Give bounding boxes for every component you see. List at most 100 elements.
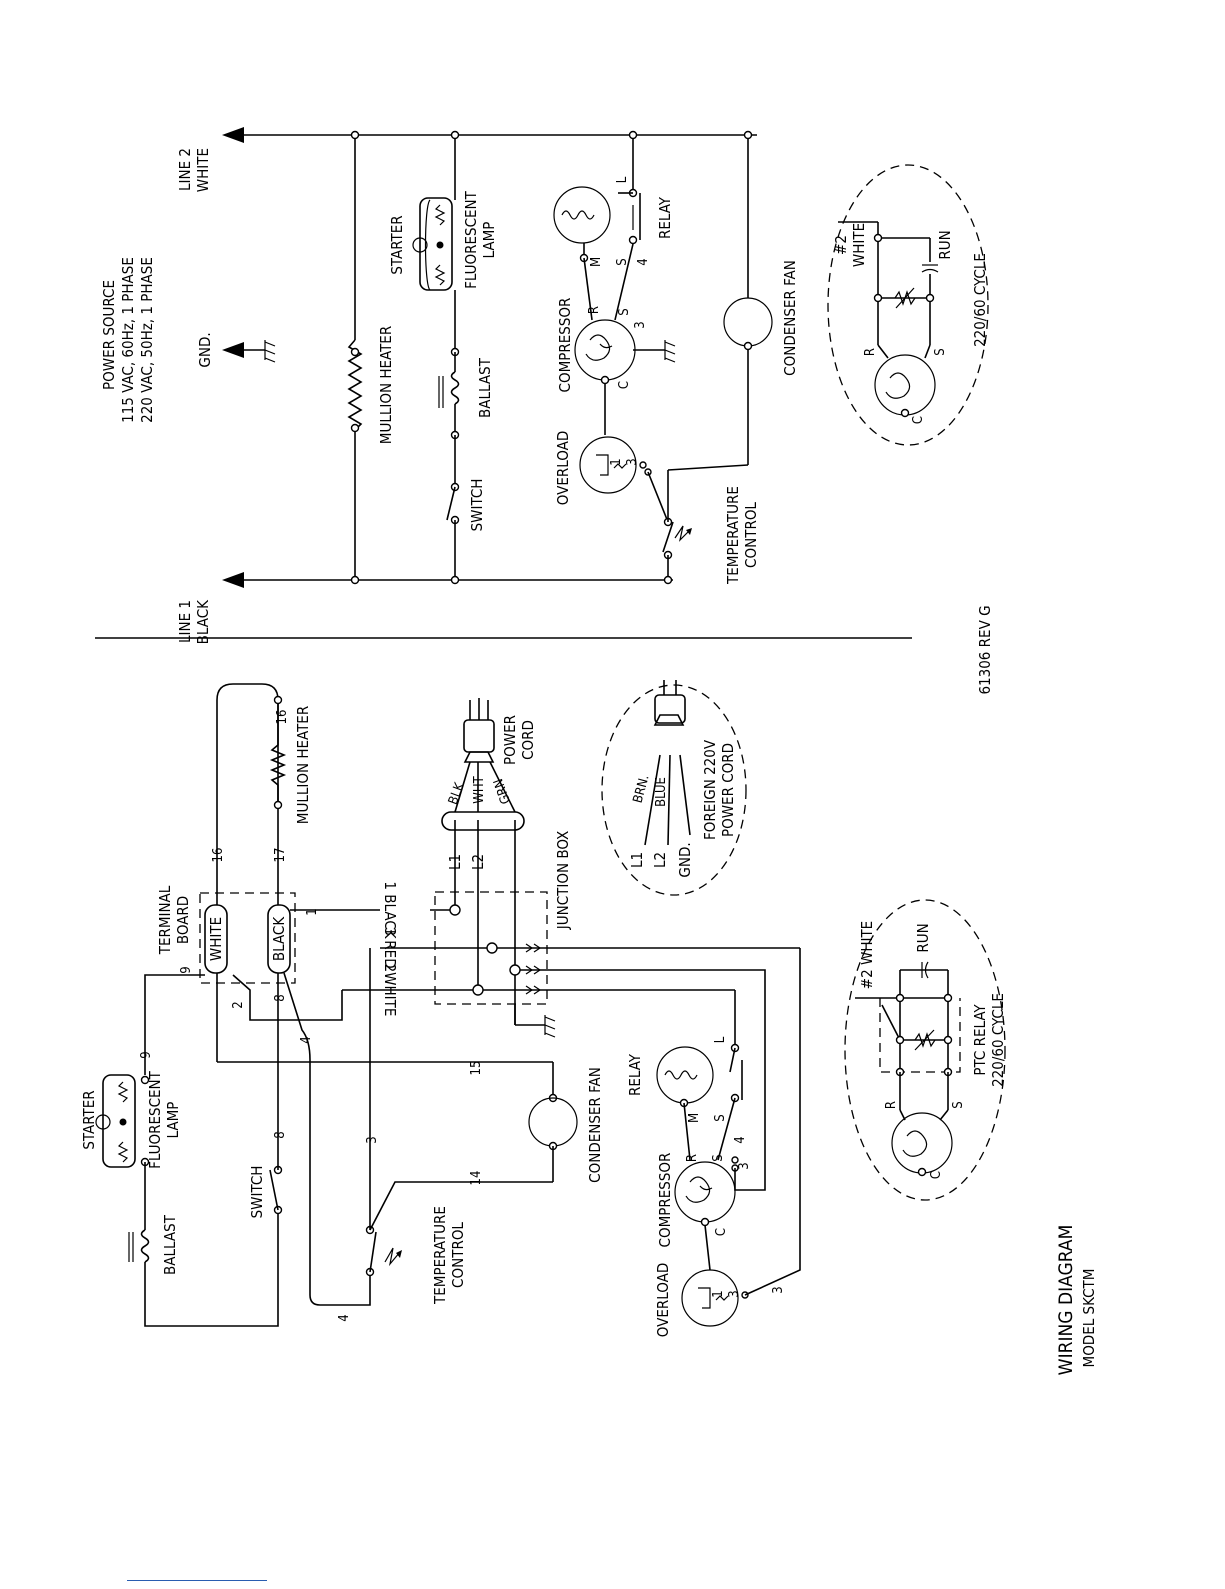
junction-l2-label: L2: [469, 854, 487, 870]
terminal-board-label-2: BOARD: [174, 896, 192, 944]
power-source-title: POWER SOURCE: [100, 280, 118, 390]
white-terminal-label: WHITE: [207, 917, 225, 961]
ptc-relay-inset: #2 WHITE RUN PTC RELAY 220/60 CYCLE R S …: [844, 899, 1007, 1201]
wire-2-label: 2: [231, 1001, 246, 1008]
pictorial-diagram: WHITE BLACK TERMINAL BOARD MULLION HEATE…: [80, 683, 801, 1337]
page-link-underline[interactable]: [127, 1580, 267, 1581]
relay-pin-s-bottom: S: [713, 1114, 728, 1121]
wire-4b-label: 4: [337, 1314, 352, 1321]
inset-run-label: RUN: [936, 230, 954, 259]
mullion-heater-label: MULLION HEATER: [377, 326, 395, 444]
compressor-pin-c-bottom: C: [714, 1228, 729, 1236]
fluorescent-lamp-label-bottom: FLUORESCENT: [146, 1070, 164, 1169]
three-red-label: 3 RED: [381, 927, 399, 968]
power-source-line2: 220 VAC, 50Hz, 1 PHASE: [138, 257, 156, 423]
overload-pin-1-bottom: 1: [711, 1290, 726, 1297]
power-source-line1: 115 VAC, 60Hz, 1 PHASE: [119, 257, 137, 423]
foreign-power-cord-inset: BRN. BLUE L1 L2 GND. FOREIGN 220V POWER …: [601, 680, 747, 896]
ballast-label-bottom: BALLAST: [161, 1214, 179, 1275]
terminal-board-label: TERMINAL: [156, 885, 174, 955]
wire-9b-label: 9: [139, 1051, 154, 1058]
inset-pin-r: R: [863, 348, 878, 356]
ptc-pin-r: R: [884, 1101, 899, 1109]
compressor-pin-3: 3: [633, 321, 648, 328]
ptc-pin-c: C: [929, 1171, 944, 1179]
fluorescent-lamp-label: FLUORESCENT: [462, 190, 480, 289]
switch-label-bottom: SWITCH: [248, 1166, 266, 1219]
title-block: WIRING DIAGRAM MODEL SKCTM: [1055, 1225, 1098, 1376]
foreign-l1-label: L1: [628, 852, 646, 868]
wire-15-label: 15: [469, 1061, 484, 1076]
compressor-pin-r-bottom: R: [685, 1154, 700, 1162]
foreign-blue-label: BLUE: [654, 777, 669, 807]
condenser-fan-label: CONDENSER FAN: [781, 260, 799, 376]
relay-pin-4-bottom: 4: [733, 1136, 748, 1143]
foreign-cord-title-2: POWER CORD: [719, 743, 737, 837]
wire-16-label: 16: [211, 848, 226, 863]
inset-wire-label: #2: [832, 235, 850, 255]
junction-l1-label: L1: [446, 854, 464, 870]
overload-pin-3-bottom: 3: [727, 1290, 742, 1297]
junction-ground-icon: [544, 1015, 556, 1038]
white-terminal-strip: [204, 904, 228, 974]
inset-pin-c: C: [911, 416, 926, 424]
run-capacitor-inset: #2 WHITE RUN 220/60 CYCLE R S C: [827, 164, 989, 446]
power-cord-label-2: CORD: [519, 720, 537, 760]
ptc-wire-label: #2 WHITE: [858, 921, 876, 989]
cord-blk-label: BLK: [446, 781, 468, 807]
model-label: MODEL SKCTM: [1080, 1269, 1098, 1368]
ptc-cycle-label: 220/60 CYCLE: [989, 993, 1007, 1087]
compressor-pin-r: R: [587, 306, 602, 314]
switch-label: SWITCH: [468, 479, 486, 532]
line1-color-label: BLACK: [194, 599, 212, 645]
compressor-pin-s: S: [617, 308, 632, 315]
starter-label: STARTER: [388, 215, 406, 274]
overload-label: OVERLOAD: [554, 431, 572, 505]
condenser-fan-label-bottom: CONDENSER FAN: [586, 1067, 604, 1183]
relay-pin-m-bottom: M: [687, 1113, 702, 1123]
starter-label-bottom: STARTER: [80, 1090, 98, 1149]
fluorescent-lamp-label-bottom-2: LAMP: [164, 1102, 182, 1139]
line2-label: LINE 2: [176, 148, 194, 191]
compressor-label: COMPRESSOR: [556, 298, 574, 393]
relay-label: RELAY: [656, 196, 674, 239]
terminal-board-outline: [199, 892, 296, 984]
relay-pin-l-bottom: L: [713, 1036, 728, 1043]
foreign-gnd-label: GND.: [676, 842, 694, 877]
junction-box-label: JUNCTION BOX: [554, 831, 572, 931]
inset-cycle-label: 220/60 CYCLE: [971, 253, 989, 347]
wire-17-label: 17: [273, 848, 288, 863]
compressor-label-bottom: COMPRESSOR: [656, 1153, 674, 1248]
inset-wire-color: WHITE: [850, 223, 868, 267]
compressor-ground-icon: [664, 340, 676, 363]
line1-arrow-icon: [222, 572, 244, 588]
wire-3b-label: 3: [771, 1286, 786, 1293]
relay-pin-m: M: [589, 257, 604, 267]
relay-label-bottom: RELAY: [626, 1053, 644, 1096]
relay-pin-s: S: [615, 258, 630, 265]
gnd-arrow-icon: [222, 342, 244, 358]
temperature-control-label-bottom-2: CONTROL: [449, 1222, 467, 1288]
compressor-pin-c: C: [617, 381, 632, 389]
drawing-number: 61306 REV G: [976, 605, 994, 694]
wire-4-label: 4: [299, 1036, 314, 1043]
line2-arrow-icon: [222, 127, 244, 143]
power-cord-label: POWER: [501, 715, 519, 765]
inset-pin-s: S: [933, 348, 948, 355]
overload-label-bottom: OVERLOAD: [654, 1263, 672, 1337]
temperature-control-label-2: CONTROL: [742, 502, 760, 568]
one-black-label: 1 BLACK: [381, 881, 399, 939]
wire-16b-label: 16: [275, 710, 290, 725]
compressor-pin-s-bottom: S: [711, 1154, 726, 1161]
relay-pin-4: 4: [636, 258, 651, 265]
gnd-label: GND.: [196, 332, 214, 367]
wire-1-label: 1: [305, 908, 320, 915]
mullion-heater-label-bottom: MULLION HEATER: [294, 706, 312, 824]
schematic-diagram: LINE 2 WHITE LINE 1 BLACK POWER SOURCE 1…: [100, 127, 799, 644]
overload-pin-3: 3: [625, 458, 640, 465]
wire-3-label: 3: [365, 1136, 380, 1143]
compressor-pin-3-bottom: 3: [737, 1162, 752, 1169]
fluorescent-lamp-label-2: LAMP: [480, 222, 498, 259]
